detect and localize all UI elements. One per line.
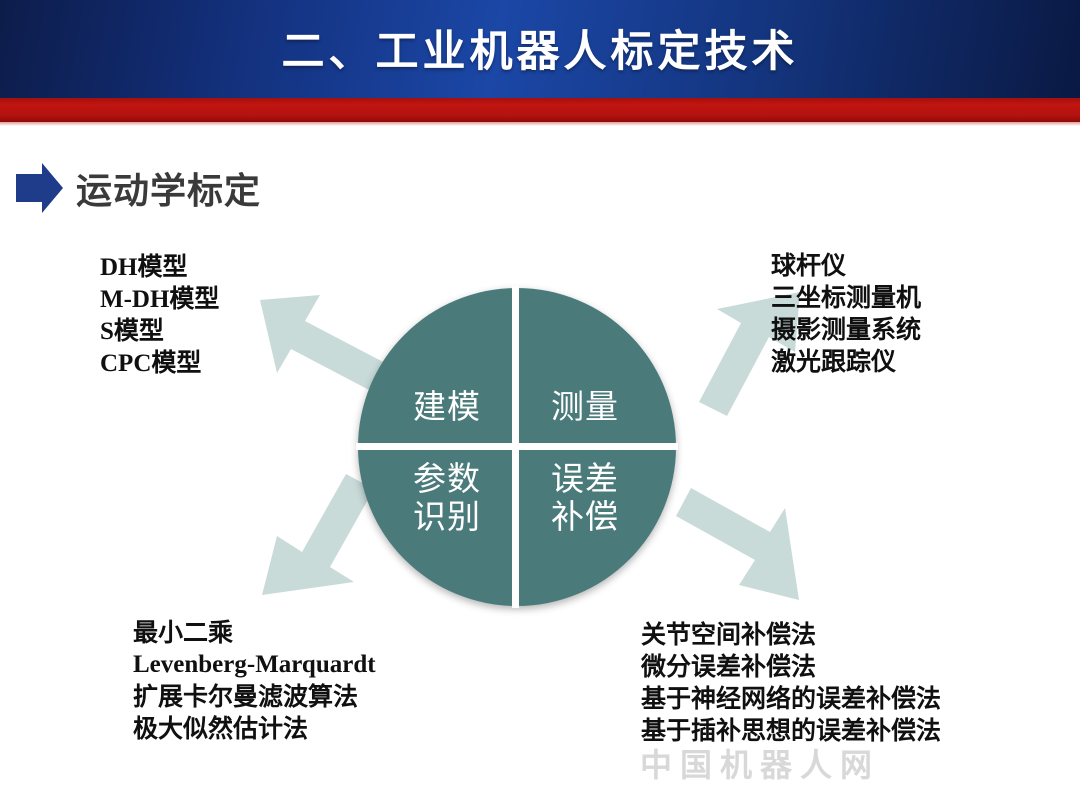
quadrant-label-modeling[interactable]: 建模 bbox=[413, 387, 481, 426]
header-rule-shadow bbox=[0, 122, 1080, 126]
slide-header: 二、工业机器人标定技术 bbox=[0, 0, 1080, 98]
callout-line: 三坐标测量机 bbox=[771, 283, 922, 312]
callout-measure: 球杆仪 三坐标测量机 摄影测量系统 激光跟踪仪 bbox=[771, 250, 921, 378]
callout-identify: 最小二乘 Levenberg-Marquardt 扩展卡尔曼滤波算法 极大似然估… bbox=[133, 617, 376, 745]
quadrant-label-measure[interactable]: 测量 bbox=[551, 387, 619, 426]
right-arrow-icon bbox=[16, 163, 63, 213]
callout-line: 激光跟踪仪 bbox=[771, 347, 897, 376]
callout-modeling: DH模型 M-DH模型 S模型 CPC模型 bbox=[100, 252, 219, 380]
quadrant-label-identify[interactable]: 参数 识别 bbox=[413, 459, 481, 536]
callout-line: Levenberg-Marquardt bbox=[133, 651, 376, 678]
callout-line: DH模型 bbox=[100, 254, 188, 281]
circle-horizontal-divider bbox=[356, 443, 678, 450]
callout-line: 基于插补思想的误差补偿法 bbox=[641, 716, 942, 745]
callout-line: CPC模型 bbox=[100, 350, 202, 377]
callout-line: 摄影测量系统 bbox=[771, 315, 922, 344]
callout-line: 极大似然估计法 bbox=[133, 714, 309, 743]
callout-line: 关节空间补偿法 bbox=[641, 620, 817, 649]
callout-compensate: 关节空间补偿法 微分误差补偿法 基于神经网络的误差补偿法 基于插补思想的误差补偿… bbox=[641, 619, 941, 747]
callout-line: 扩展卡尔曼滤波算法 bbox=[133, 682, 359, 711]
callout-line: 基于神经网络的误差补偿法 bbox=[641, 684, 942, 713]
callout-line: 球杆仪 bbox=[771, 251, 847, 280]
callout-line: 微分误差补偿法 bbox=[641, 652, 817, 681]
callout-line: 最小二乘 bbox=[133, 618, 234, 647]
page-title: 二、工业机器人标定技术 bbox=[281, 27, 799, 77]
callout-line: M-DH模型 bbox=[100, 286, 220, 313]
quadrant-label-compensate[interactable]: 误差 补偿 bbox=[551, 459, 619, 536]
header-red-rule bbox=[0, 98, 1080, 122]
callout-line: S模型 bbox=[100, 318, 164, 345]
arrow-to-compensate bbox=[676, 488, 799, 600]
section-subtitle-label: 运动学标定 bbox=[76, 171, 262, 212]
watermark: 中国机器人网 bbox=[640, 746, 881, 784]
section-subtitle: 运动学标定 bbox=[16, 160, 261, 216]
calibration-cycle-diagram: 建模 测量 参数 识别 误差 补偿 bbox=[356, 286, 678, 608]
